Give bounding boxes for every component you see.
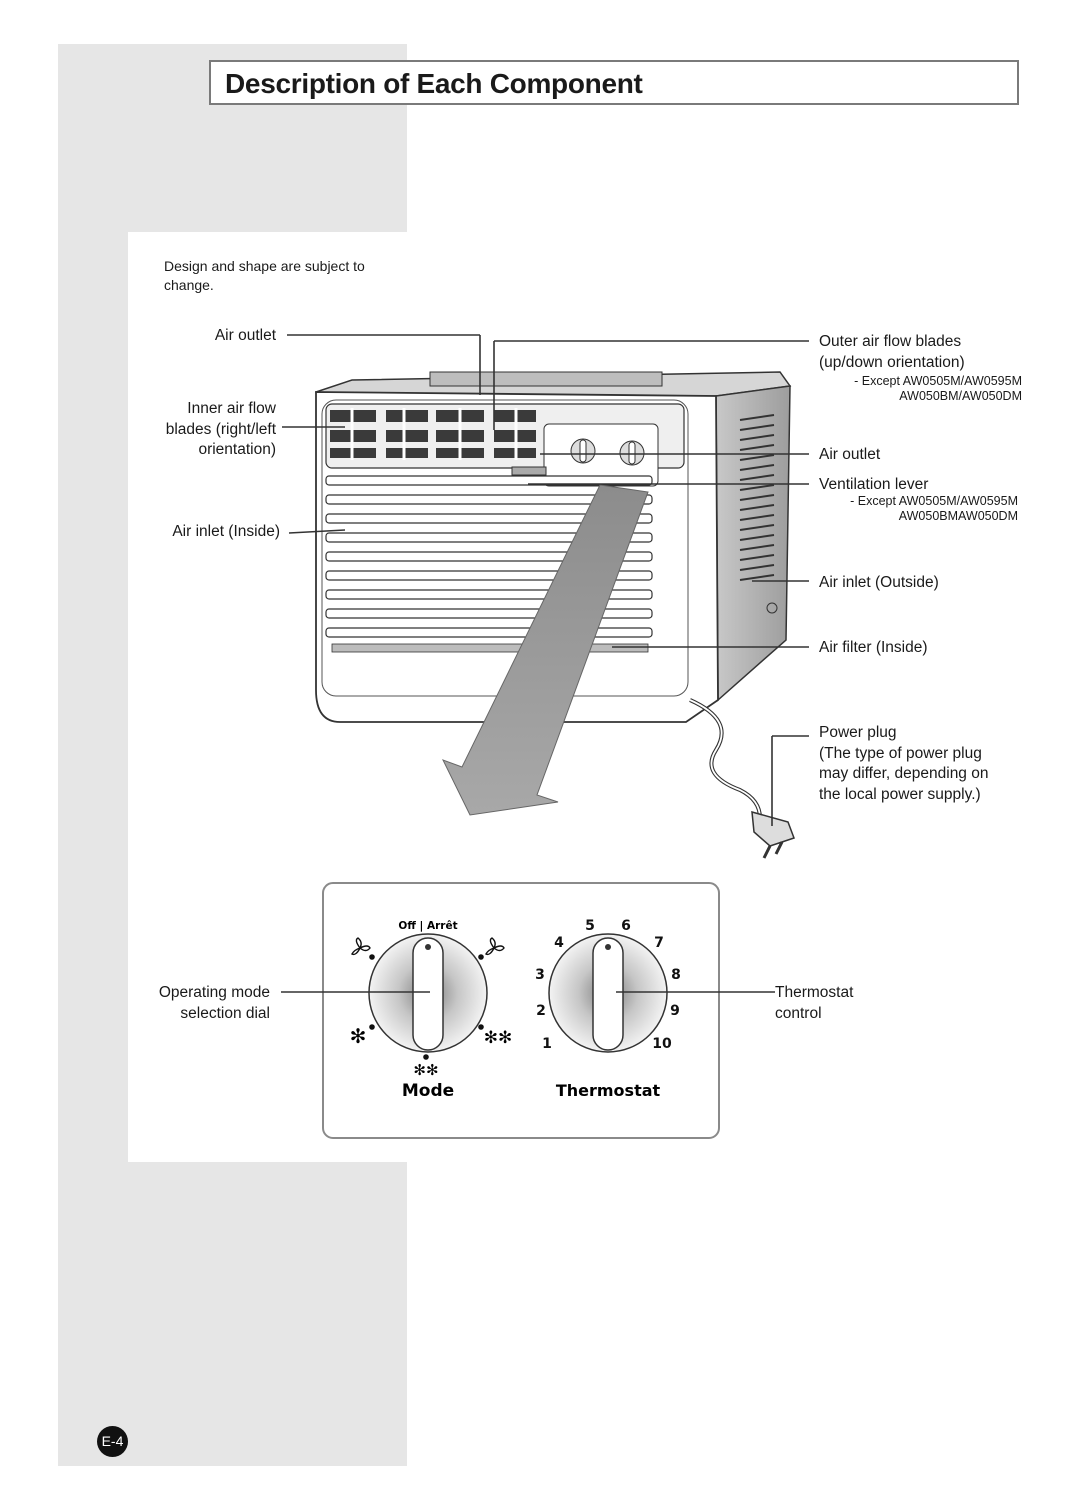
note-line: - Except AW0505M/AW0595M (854, 374, 1022, 388)
unit-side (715, 385, 791, 702)
mode-caption: Mode (402, 1081, 454, 1101)
leader-lines (282, 334, 809, 826)
label-ventilation-lever: Ventilation lever (819, 476, 929, 493)
cool-high-icon: ✻✻ (484, 1028, 513, 1048)
thermostat-dial[interactable] (548, 933, 668, 1053)
air-filter (331, 643, 649, 653)
label-line: orientation) (198, 441, 276, 458)
mode-dots (369, 954, 484, 1060)
disclaimer-line: Design and shape are subject to (164, 258, 365, 274)
label-air-outlet-right: Air outlet (819, 446, 881, 463)
thermostat-number: 8 (671, 967, 681, 983)
fan-high-icon (351, 937, 371, 956)
thermostat-number: 1 (542, 1036, 552, 1052)
thermostat-number: 3 (535, 967, 545, 983)
thermostat-number: 10 (652, 1036, 672, 1052)
grey-band-left (58, 232, 128, 1162)
title-box: Description of Each Component (209, 60, 1019, 105)
page-title: Description of Each Component (225, 68, 643, 99)
thermostat-number: 9 (670, 1003, 680, 1019)
label-line: Outer air flow blades (819, 333, 962, 350)
note-outer-blades: - Except AW0505M/AW0595M AW050BM/AW050DM (854, 374, 1022, 404)
label-line: Operating mode (158, 984, 270, 1001)
thermostat-number: 4 (554, 935, 564, 951)
label-operating-mode: Operating mode selection dial (159, 983, 270, 1024)
label-line: blades (right/left (165, 420, 276, 438)
label-line: may differ, depending on (819, 765, 989, 782)
thermostat-number: 5 (585, 918, 595, 934)
thermostat-number: 7 (654, 935, 664, 951)
label-outer-blades: Outer air flow blades (up/down orientati… (819, 332, 965, 373)
mode-dial[interactable] (368, 933, 488, 1053)
label-air-filter: Air filter (Inside) (819, 639, 928, 656)
label-line: the local power supply.) (819, 785, 981, 803)
label-line: (The type of power plug (819, 744, 982, 762)
off-label: Off | Arrêt (398, 920, 457, 932)
thermostat-number: 2 (536, 1003, 546, 1019)
detail-arrow (442, 484, 649, 816)
label-line: control (775, 1004, 822, 1022)
note-line: AW050BM/AW050DM (899, 389, 1022, 403)
label-inner-blades: Inner air flow blades (right/left orient… (166, 399, 276, 461)
air-conditioner-illustration (282, 334, 809, 859)
label-line: (up/down orientation) (819, 353, 965, 371)
control-panel: Off | Arrêt ✻ ✻✻ ✻✻ 1 2 3 4 5 6 7 8 9 10… (281, 882, 775, 1139)
cool-max-icon: ✻✻ (413, 1061, 438, 1079)
cool-low-icon: ✻ (350, 1024, 367, 1048)
label-air-inlet-inside: Air inlet (Inside) (172, 523, 280, 540)
thermostat-number: 6 (621, 918, 631, 934)
note-line: AW050BMAW050DM (898, 509, 1018, 523)
ventilation-lever (511, 466, 547, 476)
disclaimer-line: change. (164, 277, 214, 293)
disclaimer: Design and shape are subject to change. (164, 257, 365, 295)
note-ventilation: - Except AW0505M/AW0595M AW050BMAW050DM (850, 494, 1018, 524)
power-plug (751, 810, 795, 859)
label-air-inlet-outside: Air inlet (Outside) (819, 574, 939, 591)
power-cord (689, 698, 762, 819)
thermostat-caption: Thermostat (556, 1081, 661, 1100)
label-line: Power plug (819, 724, 897, 741)
label-line: Inner air flow (187, 400, 276, 417)
page-number-badge: E-4 (97, 1426, 128, 1457)
label-thermostat-control: Thermostat control (775, 983, 853, 1024)
side-vents (739, 414, 775, 581)
grey-band-bottom (58, 1162, 407, 1466)
label-line: Thermostat (775, 984, 854, 1001)
fan-low-icon (485, 937, 505, 956)
label-power-plug: Power plug (The type of power plug may d… (819, 723, 988, 805)
label-air-outlet-left: Air outlet (214, 327, 276, 344)
label-line: selection dial (180, 1004, 270, 1022)
note-line: - Except AW0505M/AW0595M (850, 494, 1018, 508)
thermostat-numbers: 1 2 3 4 5 6 7 8 9 10 (535, 918, 681, 1052)
